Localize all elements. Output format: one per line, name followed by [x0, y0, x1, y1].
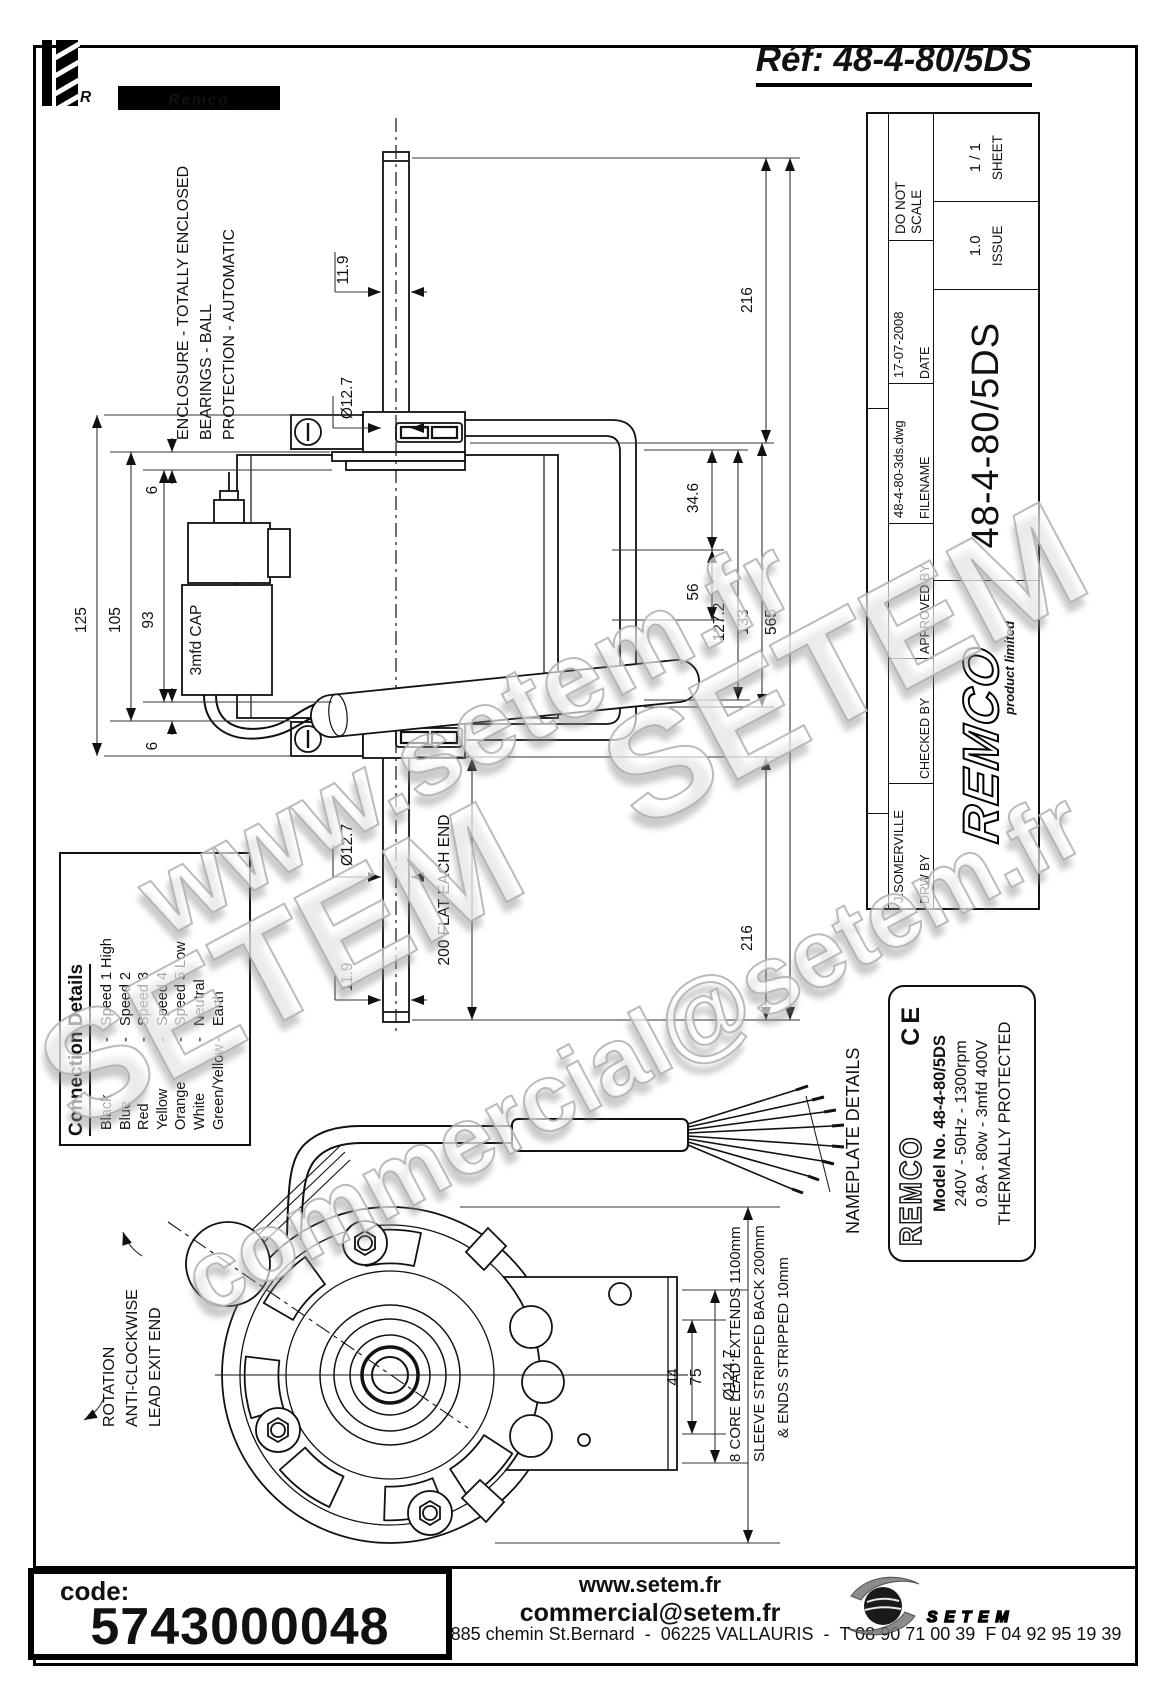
nameplate-electrical: 240V - 50Hz - 1300rpm [953, 1040, 970, 1207]
dim-shaft-dia-top: Ø12.7 [339, 377, 356, 419]
website-link: www.setem.fr [578, 1572, 722, 1597]
connection-row: Black-Speed 1 High [99, 938, 115, 1130]
title-block-do-not-scale: DO NOT SCALE [893, 181, 924, 234]
motor-front-geometry [167, 1084, 845, 1544]
front-view-dimensions [83, 1206, 780, 1544]
code-label: code: [60, 1576, 130, 1606]
motor-side-geometry [181, 118, 700, 1035]
contact-block: www.setem.fr commercial@setem.fr [455, 1572, 845, 1628]
dim-bracket-outer: 133 [735, 609, 752, 635]
enclosure-note-2: BEARINGS - BALL [198, 303, 215, 440]
title-block-checked-by: CHECKED BY [889, 658, 933, 783]
nameplate-brand: REMCO [893, 1135, 928, 1247]
email-link: commercial@setem.fr [519, 1599, 781, 1627]
nameplate-section-label: NAMEPLATE DETAILS [843, 1047, 863, 1234]
dim-hole-span: 56 [685, 583, 702, 600]
front-view-dimension-labels: 44 75 Ø124.7 [665, 1350, 738, 1401]
nameplate-ratings: 0.8A - 80w - 3mfd 400V [974, 1039, 991, 1208]
connection-row: Red-Speed 3 [136, 971, 153, 1130]
enclosure-notes: ENCLOSURE - TOTALLY ENCLOSED BEARINGS - … [172, 140, 248, 440]
connection-row: White-Neutral [191, 979, 208, 1130]
title-block: J.SOMERVILLE DRW BY CHECKED BY APPROVED … [866, 112, 1040, 910]
reference-title-text: Réf: 48-4-80/5DS [755, 40, 1032, 87]
connection-row: Yellow-Speed 4 [154, 971, 171, 1130]
setem-logo: SETEM [846, 1576, 1015, 1636]
lead-note-1: 8 CORE LEAD EXTENDS 1100mm [727, 1226, 744, 1462]
dim-foot-bottom: 6 [144, 742, 161, 751]
dim-overall-length: 565 [763, 609, 780, 635]
side-view-dimensions [92, 157, 800, 1021]
dim-left-inner: 93 [140, 611, 157, 628]
nameplate-model: Model No. 48-4-80/5DS [931, 1035, 949, 1212]
lead-note-3: & ENDS STRIPPED 10mm [775, 1257, 792, 1438]
setem-logo-swoosh [846, 1576, 920, 1636]
lead-note-2: SLEEVE STRIPPED BACK 200mm [751, 1225, 768, 1462]
dim-left-overall: 125 [73, 607, 90, 633]
title-block-issue: 1.0 ISSUE [934, 201, 1038, 290]
code-number: 5743000048 [90, 1598, 390, 1656]
enclosure-note-1: ENCLOSURE - TOTALLY ENCLOSED [175, 165, 192, 440]
remco-logo-bars [42, 40, 81, 113]
remco-outline-logo: REMCO [952, 641, 1010, 847]
nameplate-section: NAMEPLATE DETAILS [843, 1028, 870, 1234]
enclosure-note-3: PROTECTION - AUTOMATIC [221, 229, 238, 440]
dim-shaft-dia-bottom: Ø12.7 [339, 824, 356, 866]
dim-shaft-length-top: 216 [739, 287, 756, 313]
side-view-dimension-labels: 3mfd CAP 11.9 Ø12.7 216 125 105 93 6 6 3… [73, 255, 780, 991]
dim-bracket-inner: 127.2 [711, 603, 728, 642]
remco-logo: R Remco [42, 40, 280, 113]
dim-shaft-flat-bottom: 11.9 [339, 962, 356, 991]
connection-details-rows: Black-Speed 1 High Blue-Speed 2 Red-Spee… [98, 854, 228, 1144]
title-block-date: 17-07-2008 DATE [889, 240, 933, 383]
front-view-drawing: 44 75 Ø124.7 [83, 1084, 845, 1544]
title-block-approved-by: APPROVED BY [889, 523, 933, 658]
dim-shaft-length-bottom: 216 [739, 925, 756, 951]
remco-logo-r: R [80, 89, 92, 106]
side-view-drawing: 3mfd CAP 11.9 Ø12.7 216 125 105 93 6 6 3… [73, 118, 800, 1035]
dim-front-diameter: Ø124.7 [721, 1350, 738, 1401]
rotation-note-1: ROTATION [101, 1346, 118, 1427]
nameplate-plate: REMCO CE Model No. 48-4-80/5DS 240V - 50… [888, 985, 1036, 1262]
title-block-drw-by: J.SOMERVILLE DRW BY [889, 783, 933, 908]
code-box: code: 5743000048 [28, 1568, 452, 1660]
dim-front-hole-span: 44 [665, 1368, 682, 1386]
connection-details-box: Connection Details Black-Speed 1 High Bl… [59, 852, 251, 1146]
rotation-note-2: ANTI-CLOCKWISE [124, 1289, 141, 1427]
footer-divider [33, 1566, 1135, 1569]
setem-logo-text: SETEM [927, 1609, 1015, 1626]
lead-note: 8 CORE LEAD EXTENDS 1100mm SLEEVE STRIPP… [724, 1192, 804, 1462]
rotation-note-3: LEAD EXIT END [147, 1307, 164, 1427]
dim-shaft-flat-top: 11.9 [335, 255, 352, 284]
ce-mark: CE [897, 1003, 925, 1046]
drawing-frame [33, 45, 1138, 1666]
capacitor-label: 3mfd CAP [188, 605, 205, 676]
title-block-revision-strip [868, 114, 889, 908]
connection-details-title: Connection Details [66, 963, 91, 1136]
dim-left-outer: 105 [107, 607, 124, 633]
title-block-sheet: 1 / 1 SHEET [967, 135, 1005, 181]
dim-bracket-top: 34.6 [685, 483, 702, 513]
reference-title: Réf: 48-4-80/5DS [620, 40, 1032, 87]
connection-row: Orange-Speed 5 Low [173, 941, 190, 1130]
dim-front-bracket-span: 75 [688, 1368, 705, 1385]
remco-logo-text: Remco [168, 92, 230, 109]
connection-row: Blue-Speed 2 [117, 971, 134, 1130]
title-block-filename: 48-4-80-3ds.dwg FILENAME [889, 383, 933, 523]
connection-row: Green/Yellow-Earth [210, 991, 227, 1130]
title-block-part-number: 48-4-80/5DS [934, 289, 1038, 580]
title-block-company-logo: REMCO product limited [934, 579, 1038, 908]
dim-foot-top: 6 [144, 486, 161, 495]
address-line: 885 chemin St.Bernard - 06225 VALLAURIS … [450, 1624, 1122, 1644]
shaft-flat-note: 200 FLAT EACH END [436, 814, 453, 965]
rotation-note: ROTATION ANTI-CLOCKWISE LEAD EXIT END [98, 1212, 172, 1427]
nameplate-protection: THERMALLY PROTECTED [996, 1021, 1014, 1226]
